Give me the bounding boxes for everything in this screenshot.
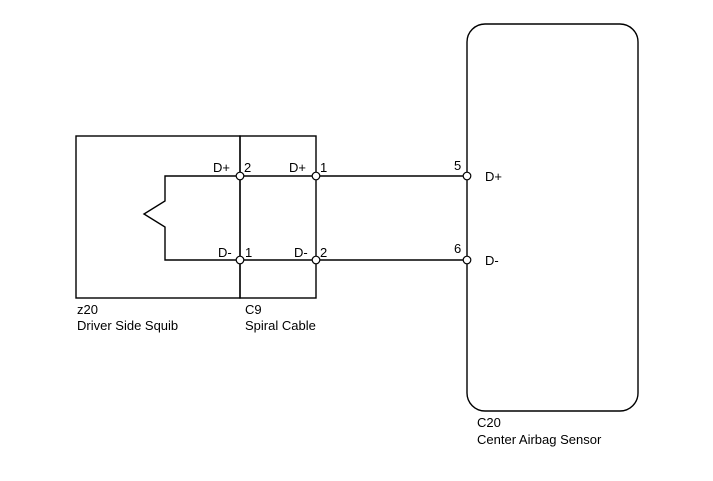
pin-label-spiral-right-bot-signal: D- (294, 245, 308, 260)
pin-label-sensor-top-signal: D+ (485, 169, 502, 184)
pin-label-spiral-right-top-signal: D+ (289, 160, 306, 175)
spiral-code-label: C9 (245, 302, 262, 317)
pin-label-spiral-left-top-signal: D+ (213, 160, 230, 175)
pin-label-spiral-right-top-num: 1 (320, 160, 327, 175)
pin-spiral-right-top (311, 171, 321, 181)
squib-name-label: Driver Side Squib (77, 318, 178, 333)
pin-spiral-left-bot (235, 255, 245, 265)
spiral-name-label: Spiral Cable (245, 318, 316, 333)
pin-label-spiral-right-bot-num: 2 (320, 245, 327, 260)
pin-label-spiral-left-bot-num: 1 (245, 245, 252, 260)
pin-label-sensor-bot-signal: D- (485, 253, 499, 268)
pin-spiral-left-top (235, 171, 245, 181)
squib-code-label: z20 (77, 302, 98, 317)
pin-label-sensor-bot-num: 6 (454, 241, 461, 256)
spiral-cable-box (239, 135, 317, 299)
sensor-code-label: C20 (477, 415, 501, 430)
pin-spiral-right-bot (311, 255, 321, 265)
pin-sensor-5 (462, 171, 472, 181)
airbag-sensor-box (466, 23, 639, 412)
pin-label-sensor-top-num: 5 (454, 158, 461, 173)
pin-label-spiral-left-top-num: 2 (244, 160, 251, 175)
pin-sensor-6 (462, 255, 472, 265)
pin-label-spiral-left-bot-signal: D- (218, 245, 232, 260)
squib-element (142, 175, 240, 261)
sensor-name-label: Center Airbag Sensor (477, 432, 602, 447)
